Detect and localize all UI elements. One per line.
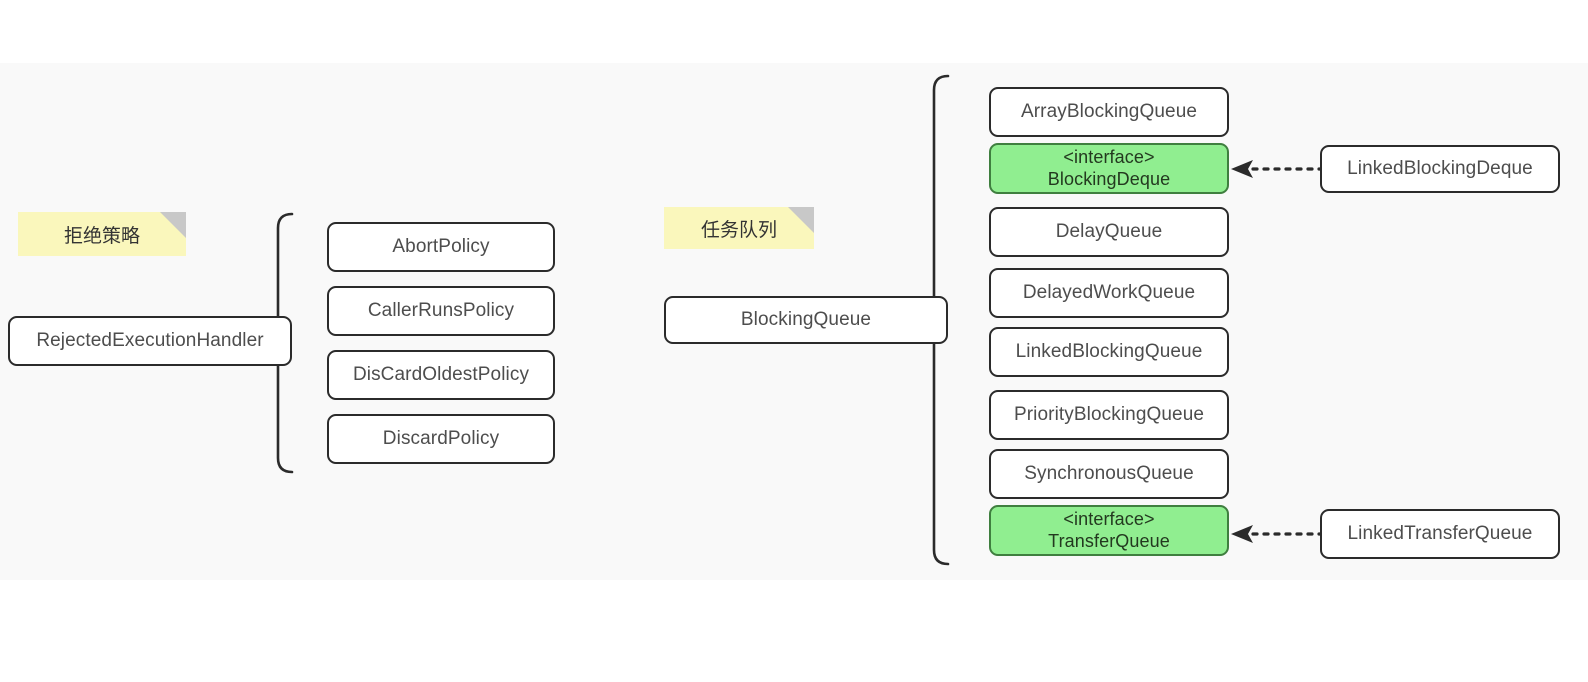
node-rejected-execution-handler[interactable]: RejectedExecutionHandler <box>8 316 292 366</box>
node-array-blocking-queue[interactable]: ArrayBlockingQueue <box>989 87 1229 137</box>
sticky-rejection-policy: 拒绝策略 <box>18 212 186 256</box>
sticky-fold-icon <box>160 212 186 238</box>
node-abort-policy[interactable]: AbortPolicy <box>327 222 555 272</box>
node-priority-blocking-queue[interactable]: PriorityBlockingQueue <box>989 390 1229 440</box>
node-blocking-deque[interactable]: <interface> BlockingDeque <box>989 143 1229 194</box>
node-synchronous-queue[interactable]: SynchronousQueue <box>989 449 1229 499</box>
node-delay-queue[interactable]: DelayQueue <box>989 207 1229 257</box>
node-discard-policy[interactable]: DiscardPolicy <box>327 414 555 464</box>
node-discard-oldest-policy[interactable]: DisCardOldestPolicy <box>327 350 555 400</box>
sticky-label: 拒绝策略 <box>63 225 140 247</box>
node-blocking-queue[interactable]: BlockingQueue <box>664 296 948 344</box>
sticky-label: 任务队列 <box>700 219 777 241</box>
sticky-fold-icon <box>788 207 814 233</box>
node-transfer-queue[interactable]: <interface> TransferQueue <box>989 505 1229 556</box>
node-linked-transfer-queue[interactable]: LinkedTransferQueue <box>1320 509 1560 559</box>
node-linked-blocking-queue[interactable]: LinkedBlockingQueue <box>989 327 1229 377</box>
node-linked-blocking-deque[interactable]: LinkedBlockingDeque <box>1320 145 1560 193</box>
sticky-task-queue: 任务队列 <box>664 207 814 249</box>
node-caller-runs-policy[interactable]: CallerRunsPolicy <box>327 286 555 336</box>
node-delayed-work-queue[interactable]: DelayedWorkQueue <box>989 268 1229 318</box>
